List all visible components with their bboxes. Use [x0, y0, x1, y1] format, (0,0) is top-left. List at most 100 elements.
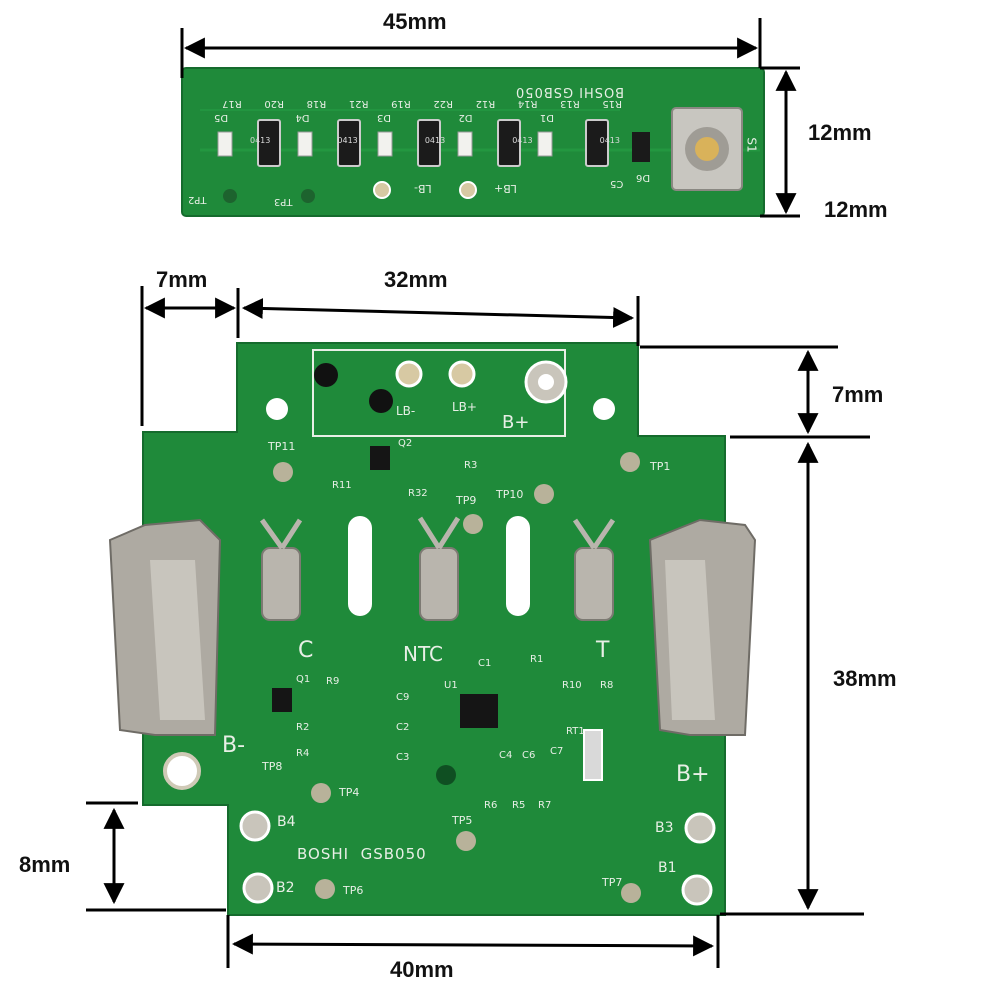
dim-label-7mm-step: 7mm — [832, 382, 884, 407]
component-r6: R6 — [484, 800, 498, 811]
terminal-c — [259, 518, 303, 621]
top-leds — [217, 131, 553, 157]
resistor-r13 — [257, 119, 281, 167]
tactile-switch-s1 — [671, 107, 743, 191]
component-r3: R3 — [464, 460, 478, 471]
pad-label-b4: B4 — [277, 814, 296, 830]
component-q1: Q1 — [296, 674, 311, 685]
terminal-t — [572, 518, 616, 621]
polarity-label-b-minus: B- — [222, 733, 246, 758]
led-d2 — [457, 131, 473, 157]
component-c2: C2 — [396, 722, 410, 733]
testpoint-pad — [273, 462, 293, 482]
ic-u1 — [460, 694, 498, 728]
led-d1 — [537, 131, 553, 157]
pad-b1 — [681, 874, 713, 906]
testpoint-pad — [311, 783, 331, 803]
dim-label-8mm: 8mm — [19, 852, 71, 877]
terminal-label-c: C — [298, 638, 314, 663]
dim-line-40mm — [231, 933, 715, 957]
component-c3: C3 — [396, 752, 410, 763]
component-r1: R1 — [530, 654, 544, 665]
pad-label-b2: B2 — [276, 880, 295, 896]
component-r5: R5 — [512, 800, 526, 811]
connector-outline — [312, 349, 566, 437]
tp-label-tp7: TP7 — [602, 876, 623, 889]
connector-label-lb-plus: LB+ — [452, 400, 477, 414]
board-slot — [506, 516, 530, 616]
diode-d6 — [632, 132, 650, 162]
resistor-code: 0413 — [512, 136, 533, 145]
component-c1: C1 — [478, 658, 492, 669]
pad-b3 — [684, 812, 716, 844]
terminal-label-ntc: NTC — [403, 642, 443, 666]
transistor-q1 — [272, 688, 292, 712]
component-c6: C6 — [522, 750, 536, 761]
component-r7: R7 — [538, 800, 552, 811]
testpoint-pad — [463, 514, 483, 534]
resistor-r18 — [497, 119, 521, 167]
tp-label-tp9: TP9 — [456, 494, 477, 507]
dim-label-45mm: 45mm — [383, 9, 447, 34]
pad-b4 — [239, 810, 271, 842]
pad-lb-plus-main — [448, 360, 476, 388]
pad-b2 — [242, 872, 274, 904]
rt1-header — [583, 729, 603, 781]
tp-label-tp11: TP11 — [268, 440, 296, 453]
resistor-code: 0413 — [337, 136, 358, 145]
top-resistors — [257, 119, 609, 167]
component-r9: R9 — [326, 676, 340, 687]
component-r2: R2 — [296, 722, 310, 733]
tp-label-tp5: TP5 — [452, 814, 473, 827]
component-c9: C9 — [396, 692, 410, 703]
component-r10: R10 — [562, 680, 582, 691]
led-d3 — [377, 131, 393, 157]
mount-hole — [266, 398, 288, 420]
dim-label-12mm-b: 12mm — [824, 197, 888, 222]
mount-hole — [593, 398, 615, 420]
transistor-q2 — [370, 446, 390, 470]
pad-label-b3: B3 — [655, 820, 674, 836]
led-indicator — [436, 765, 456, 785]
resistor-r19 — [417, 119, 441, 167]
component-rt1: RT1 — [566, 726, 585, 737]
testpoint-pad — [534, 484, 554, 504]
indicator-board-pcb — [182, 68, 764, 216]
dim-label-38mm: 38mm — [833, 666, 897, 691]
pad-lb-plus — [459, 181, 477, 199]
resistor-code: 0413 — [250, 136, 271, 145]
pad-lb-minus — [373, 181, 391, 199]
testpoint-pad — [621, 883, 641, 903]
dim-line-32mm — [241, 297, 635, 329]
tp-label-tp1: TP1 — [650, 460, 671, 473]
led-d5 — [217, 131, 233, 157]
power-terminal-b-minus — [108, 518, 222, 736]
polarity-label-b-plus: B+ — [676, 762, 710, 787]
led-d4 — [297, 131, 313, 157]
dim-label-12mm-a: 12mm — [808, 120, 872, 145]
dim-label-40mm: 40mm — [390, 957, 454, 982]
component-r32: R32 — [408, 488, 428, 499]
resistor-code: 0413 — [599, 136, 620, 145]
component-r4: R4 — [296, 748, 310, 759]
resistor-code: 0413 — [424, 136, 446, 145]
tp-label-tp10: TP10 — [496, 488, 524, 501]
power-terminal-b-plus — [648, 518, 757, 736]
component-c4: C4 — [499, 750, 513, 761]
resistor-r12 — [337, 119, 361, 167]
pad-lb-minus-main — [395, 360, 423, 388]
tp-label-tp6: TP6 — [343, 884, 364, 897]
main-board-brand: BOSHI GSB050 — [297, 845, 427, 863]
terminal-label-t: T — [596, 638, 610, 663]
testpoint-pad — [620, 452, 640, 472]
terminal-ntc — [417, 516, 461, 621]
pad-b-minus-hole — [163, 752, 201, 790]
board-slot — [348, 516, 372, 616]
component-u1: U1 — [444, 680, 458, 691]
component-c7: C7 — [550, 746, 564, 757]
resistor-r17 — [585, 119, 609, 167]
